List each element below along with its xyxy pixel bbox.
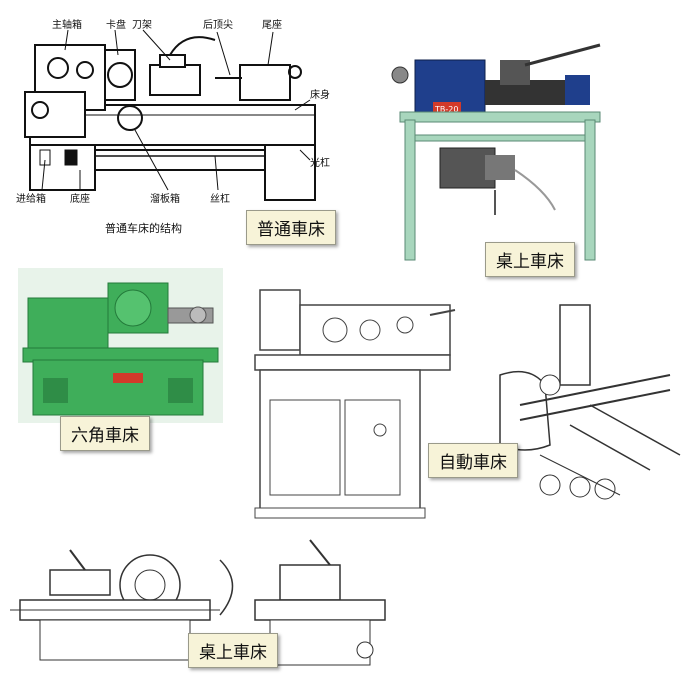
label-tailstock-center: 后顶尖	[203, 18, 233, 31]
engine-lathe-drawing: 主轴箱 卡盘 刀架 后顶尖 尾座 床身 光杠 进给箱 底座 溜板箱 丝杠 普通车…	[16, 18, 330, 235]
bench-lathe-photo: TB-20	[391, 43, 601, 261]
label-apron: 溜板箱	[150, 192, 180, 205]
bench-lathe-panel: TB-20 桌上車床	[375, 20, 615, 280]
automatic-lathe-drawing	[254, 289, 456, 519]
label-feed-rod: 光杠	[310, 156, 330, 169]
engine-lathe-caption: 普通车床的结构	[105, 221, 182, 235]
label-feed-box: 进给箱	[16, 192, 46, 205]
automatic-mechanism-panel	[490, 295, 685, 510]
turret-lathe-photo	[18, 268, 223, 423]
engine-lathe-tag: 普通車床	[246, 210, 336, 245]
automatic-mechanism-drawing	[499, 304, 681, 500]
label-tool-post: 刀架	[132, 19, 152, 31]
turret-lathe-tag: 六角車床	[60, 416, 150, 451]
label-chuck: 卡盘	[106, 18, 126, 31]
label-headstock: 主轴箱	[52, 18, 82, 31]
label-base: 底座	[70, 192, 90, 205]
turret-lathe-panel: 六角車床	[18, 268, 223, 453]
bottom-lathe-panel: 桌上車床	[10, 525, 410, 690]
engine-lathe-panel: 主轴箱 卡盘 刀架 后顶尖 尾座 床身 光杠 进给箱 底座 溜板箱 丝杠 普通车…	[10, 10, 340, 245]
automatic-lathe-tag: 自動車床	[428, 443, 518, 478]
label-lead-screw: 丝杠	[210, 192, 230, 205]
bench-lathe-tag: 桌上車床	[485, 242, 575, 277]
label-bed: 床身	[310, 88, 330, 101]
bottom-lathe-drawing	[10, 539, 386, 666]
automatic-lathe-panel	[240, 270, 460, 525]
bottom-lathe-tag: 桌上車床	[188, 633, 278, 668]
bench-lathe-plate: TB-20	[434, 105, 458, 114]
label-tailstock: 尾座	[262, 18, 282, 31]
